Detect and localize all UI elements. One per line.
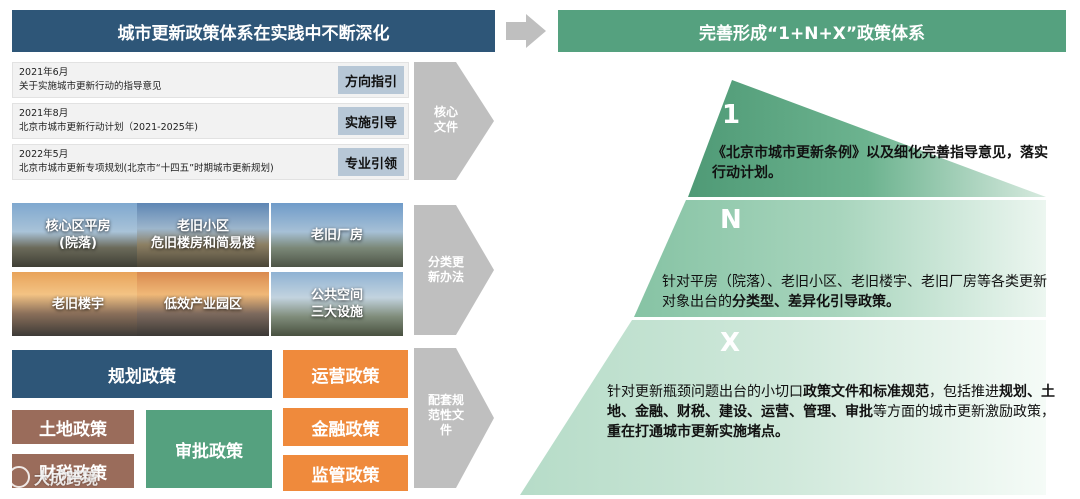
finance-policy: 金融政策 [283,408,408,446]
update-object-tile: 老旧厂房 [271,203,403,267]
pyramid-tier-x [520,320,1046,495]
document-date: 2022年5月 [19,149,69,160]
core-documents-arrow: 核心 文件 [414,62,494,180]
classified-update-arrow: 分类更 新办法 [414,205,494,335]
document-title: 北京市城市更新行动计划（2021-2025年) [19,122,198,133]
tier-n-description: 针对平房（院落）、老旧小区、老旧楼宇、老旧厂房等各类更新对象出台的分类型、差异化… [662,274,1047,310]
classified-update-label: 分类更 新办法 [427,255,464,284]
update-object-label: 老旧小区 危旧楼房和简易楼 [150,219,255,251]
document-title: 关于实施城市更新行动的指导意见 [19,81,162,92]
supporting-documents-arrow: 配套规 范性文 件 [414,348,494,488]
policy-pyramid [520,75,1070,495]
left-header: 城市更新政策体系在实践中不断深化 [12,10,495,52]
update-object-label: 公共空间 三大设施 [310,288,363,320]
document-tag: 方向指引 [338,66,404,94]
supervision-policy: 监管政策 [283,455,408,491]
approval-policy: 审批政策 [146,410,272,488]
operation-policy: 运营政策 [283,350,408,398]
right-header: 完善形成“1+N+X”政策体系 [558,10,1066,52]
tax-policy: 财税政策 [12,454,134,488]
tier-x-letter: X [720,328,741,358]
document-date: 2021年8月 [19,108,69,119]
document-title: 北京市城市更新专项规划(北京市“十四五”时期城市更新规划) [19,163,274,174]
tier-n-letter: N [720,205,742,235]
tier-1-letter: 1 [722,100,741,130]
watermark-logo-icon [8,466,30,488]
update-object-label: 老旧厂房 [310,227,363,243]
watermark: 大成跨境 [8,463,98,491]
supporting-documents-label: 配套规 范性文 件 [427,393,464,437]
pyramid-tier-1 [688,80,1046,197]
tier-x-description: 针对更新瓶颈问题出台的小切口政策文件和标准规范，包括推进规划、土地、金融、财税、… [607,384,1055,440]
update-object-tile: 老旧小区 危旧楼房和简易楼 [137,203,269,267]
planning-policy: 规划政策 [12,350,272,398]
document-row: 2022年5月 北京市城市更新专项规划(北京市“十四五”时期城市更新规划) 专业… [12,144,409,180]
document-row: 2021年6月 关于实施城市更新行动的指导意见 方向指引 [12,62,409,98]
pyramid-tier-n [634,200,1046,317]
core-documents-label: 核心 文件 [433,105,458,134]
document-row: 2021年8月 北京市城市更新行动计划（2021-2025年) 实施引导 [12,103,409,139]
land-policy: 土地政策 [12,410,134,444]
update-object-tile: 核心区平房 (院落) [12,203,144,267]
update-object-tile: 公共空间 三大设施 [271,272,403,336]
tier-1-description: 《北京市城市更新条例》以及细化完善指导意见，落实行动计划。 [712,145,1048,181]
update-object-tile: 低效产业园区 [137,272,269,336]
header-arrow-icon [506,14,546,48]
update-object-tile: 老旧楼宇 [12,272,144,336]
document-date: 2021年6月 [19,67,69,78]
update-object-label: 核心区平房 (院落) [45,219,111,251]
update-object-label: 老旧楼宇 [51,296,104,312]
document-tag: 专业引领 [338,148,404,176]
update-object-label: 低效产业园区 [163,296,242,312]
document-tag: 实施引导 [338,107,404,135]
